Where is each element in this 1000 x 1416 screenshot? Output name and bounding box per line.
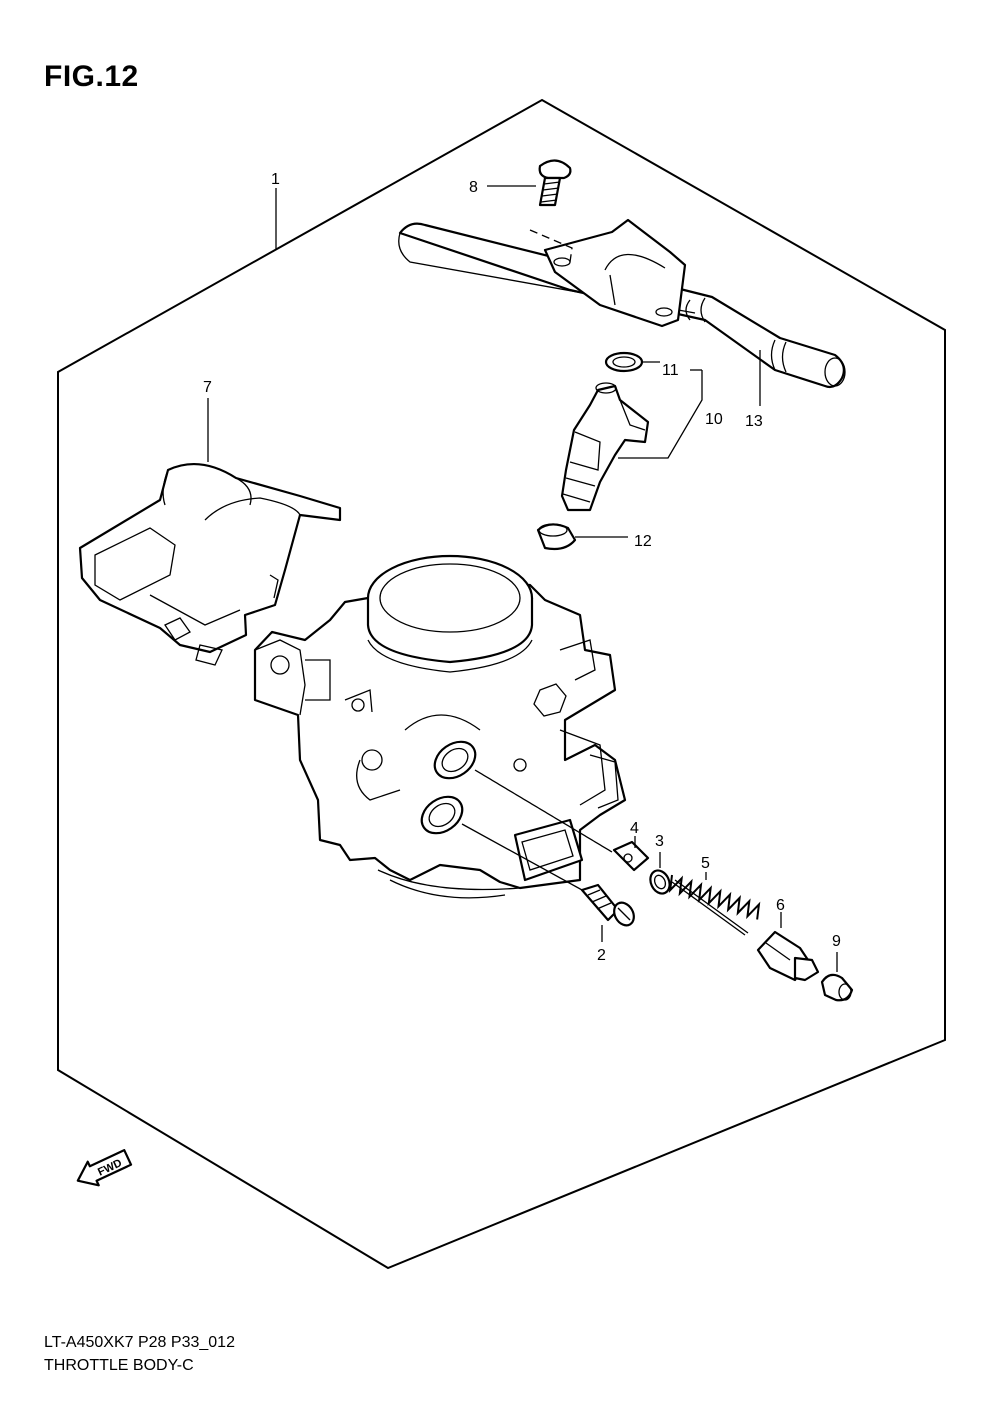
part-13-fuel-pipe: [398, 218, 846, 389]
callout-7: 7: [203, 379, 212, 396]
part-5-spring: [668, 874, 761, 936]
callout-2: 2: [597, 947, 606, 964]
part-4-plunger: [612, 840, 650, 872]
callout-6: 6: [776, 897, 785, 914]
fwd-arrow-icon: FWD: [76, 1149, 133, 1187]
figure-title: FIG.12: [44, 60, 139, 93]
footer-model-code: LT-A450XK7 P28 P33_012: [44, 1334, 235, 1351]
callout-1: 1: [271, 171, 280, 188]
callout-5: 5: [701, 855, 710, 872]
callout-9: 9: [832, 933, 841, 950]
callout-11: 11: [662, 362, 679, 379]
throttle-body-main: [253, 554, 627, 899]
assembly-boundary-outline: [57, 98, 946, 1270]
part-9-cap: [820, 973, 854, 1002]
part-8-screw: [538, 159, 572, 207]
callout-10: 10: [705, 411, 723, 428]
part-7-bracket: [78, 463, 342, 666]
footer-diagram-name: THROTTLE BODY-C: [44, 1357, 194, 1374]
part-11-o-ring: [604, 351, 644, 373]
part-3-washer: [649, 869, 671, 895]
part-6-adjuster: [756, 930, 820, 982]
callout-13: 13: [745, 413, 763, 430]
callout-8: 8: [469, 179, 478, 196]
callout-4: 4: [630, 820, 639, 837]
callout-labels: 1 2 3 4 5 6 7 8 9 10 11 12 13: [203, 171, 841, 964]
part-10-injector: [560, 382, 650, 512]
callout-12: 12: [634, 533, 652, 550]
part-12-seal: [536, 523, 577, 551]
part-2-screw: [580, 883, 635, 927]
leader-lines: [207, 185, 838, 972]
callout-3: 3: [655, 833, 664, 850]
